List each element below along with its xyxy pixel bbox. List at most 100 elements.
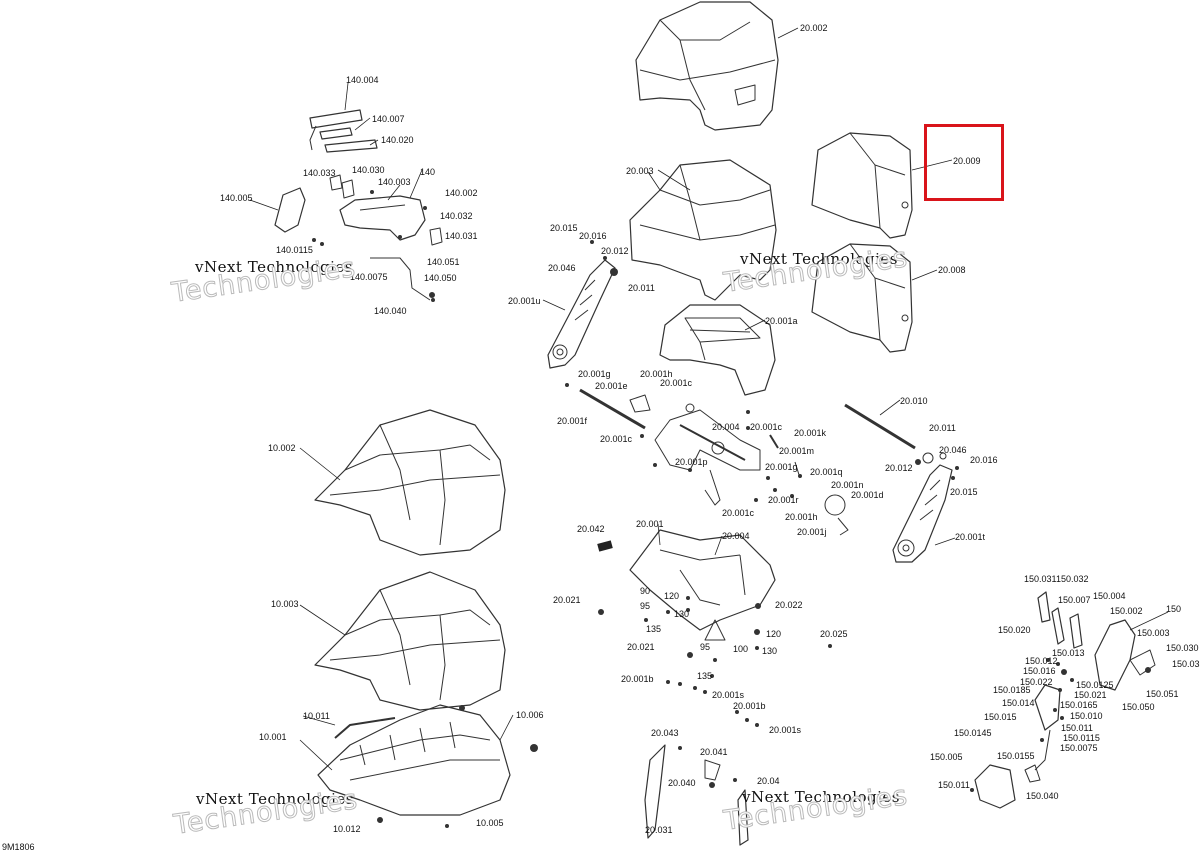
washer-20-011 — [922, 452, 934, 464]
callout-140-004: 140.004 — [346, 75, 379, 85]
callout-150-002: 150.002 — [1110, 606, 1143, 616]
callout-20-001h: 20.001h — [640, 369, 673, 379]
callout-20-012: 20.012 — [601, 246, 629, 256]
callout-130: 130 — [674, 609, 690, 619]
callout-10-003: 10.003 — [271, 599, 299, 609]
callout-20-001s-2: 20.001s — [769, 725, 802, 735]
callout-140-007: 140.007 — [372, 114, 405, 124]
callout-20-04x: 20.04 — [757, 776, 780, 786]
mechanism-assembly-20-004 — [629, 394, 849, 536]
callout-150-031: 150.031 — [1024, 574, 1057, 584]
callout-150-050: 150.050 — [1122, 702, 1155, 712]
callout-20-001r: 20.001r — [768, 495, 799, 505]
callout-20-001a: 20.001a — [765, 316, 798, 326]
callout-20-004-b: 20.004 — [722, 531, 750, 541]
callout-140-0075: 140.0075 — [350, 272, 388, 282]
callout-20-016-b: 20.016 — [970, 455, 998, 465]
callout-150-005: 150.005 — [930, 752, 963, 762]
callout-20-001: 20.001 — [636, 519, 664, 529]
callout-90: 90 — [640, 586, 651, 596]
watermark-company-3: vNext Technologies — [196, 790, 355, 808]
callout-140-002: 140.002 — [445, 188, 478, 198]
callout-120: 120 — [664, 591, 680, 601]
grab-handle-group-140 — [274, 109, 443, 301]
callout-20-001k: 20.001k — [794, 428, 827, 438]
callout-150-0125: 150.0125 — [1076, 680, 1114, 690]
callout-20-015: 20.015 — [550, 223, 578, 233]
callout-20-001p: 20.001p — [675, 457, 708, 467]
strap-20-031 — [644, 744, 666, 839]
callout-100: 100 — [733, 644, 749, 654]
callout-150-051: 150.051 — [1146, 689, 1179, 699]
callout-140-040: 140.040 — [374, 306, 407, 316]
callout-20-021-b: 20.021 — [627, 642, 655, 652]
watermark-company-2: vNext Technologies — [740, 250, 899, 268]
callout-140-003: 140.003 — [378, 177, 411, 187]
leader-lines — [249, 27, 1169, 771]
callout-150-016: 150.016 — [1023, 666, 1056, 676]
callout-20-022: 20.022 — [775, 600, 803, 610]
callout-20-001t: 20.001t — [955, 532, 986, 542]
callout-150-010: 150.010 — [1070, 711, 1103, 721]
callout-10-002: 10.002 — [268, 443, 296, 453]
callout-10-005: 10.005 — [476, 818, 504, 828]
callout-20-011-b: 20.011 — [929, 423, 956, 433]
watermark-company: vNext Technologies — [195, 258, 354, 276]
callout-20-001s: 20.001s — [712, 690, 745, 700]
callout-140-030: 140.030 — [352, 165, 385, 175]
callout-140-005: 140.005 — [220, 193, 253, 203]
callout-150-032: 150.032 — [1056, 574, 1089, 584]
callout-20-001f: 20.001f — [557, 416, 588, 426]
highlight-box-20-009 — [924, 124, 1004, 201]
callout-20-001c-3: 20.001c — [600, 434, 633, 444]
callout-150-0165: 150.0165 — [1060, 700, 1098, 710]
callout-120-b: 120 — [766, 629, 782, 639]
washer-20-046 — [939, 452, 947, 460]
backrest-frame-20-001a — [659, 304, 776, 396]
callout-20-011: 20.011 — [628, 283, 655, 293]
callout-150-004: 150.004 — [1093, 591, 1126, 601]
callout-95: 95 — [640, 601, 651, 611]
callout-150-0145: 150.0145 — [954, 728, 992, 738]
callout-20-016: 20.016 — [579, 231, 607, 241]
callout-20-004: 20.004 — [712, 422, 740, 432]
seat-foam-20-003 — [629, 159, 777, 301]
callout-20-001e: 20.001e — [595, 381, 628, 391]
callout-150-015: 150.015 — [984, 712, 1017, 722]
grab-handle-group-150 — [974, 591, 1156, 809]
callout-95-b: 95 — [700, 642, 711, 652]
callout-20-031: 20.031 — [645, 825, 673, 835]
callout-150-040: 150.040 — [1026, 791, 1059, 801]
callout-20-003: 20.003 — [626, 166, 654, 176]
callout-20-001q: 20.001q — [810, 467, 843, 477]
callout-150-012: 150.012 — [1025, 656, 1058, 666]
callout-150-003: 150.003 — [1137, 628, 1170, 638]
callout-130-b: 130 — [762, 646, 778, 656]
callout-150-03x: 150.03 — [1172, 659, 1200, 669]
callout-20-001c-4: 20.001c — [722, 508, 755, 518]
callout-20-002: 20.002 — [800, 23, 828, 33]
callout-20-046-b: 20.046 — [939, 445, 967, 455]
callout-150-013: 150.013 — [1052, 648, 1085, 658]
callout-150-011: 150.011 — [1061, 723, 1093, 733]
callout-20-001d: 20.001d — [851, 490, 884, 500]
callout-20-001b-2: 20.001b — [733, 701, 766, 711]
rod-20-001f — [579, 388, 646, 430]
callout-20-021: 20.021 — [553, 595, 581, 605]
callout-20-010: 20.010 — [900, 396, 928, 406]
callout-150-011-b: 150.011 — [938, 780, 970, 790]
callout-20-041: 20.041 — [700, 747, 728, 757]
callout-150-022: 150.022 — [1020, 677, 1053, 687]
callout-20-040: 20.040 — [668, 778, 696, 788]
callout-150-007: 150.007 — [1058, 595, 1091, 605]
latch-20-041 — [704, 759, 721, 781]
seat-10-003 — [314, 571, 506, 711]
callout-10-011: 10.011 — [303, 711, 330, 721]
callout-10-006: 10.006 — [516, 710, 544, 720]
callout-20-043: 20.043 — [651, 728, 679, 738]
callout-140-032: 140.032 — [440, 211, 473, 221]
rod-20-010 — [844, 403, 916, 450]
seat-base-20-001 — [629, 529, 776, 641]
